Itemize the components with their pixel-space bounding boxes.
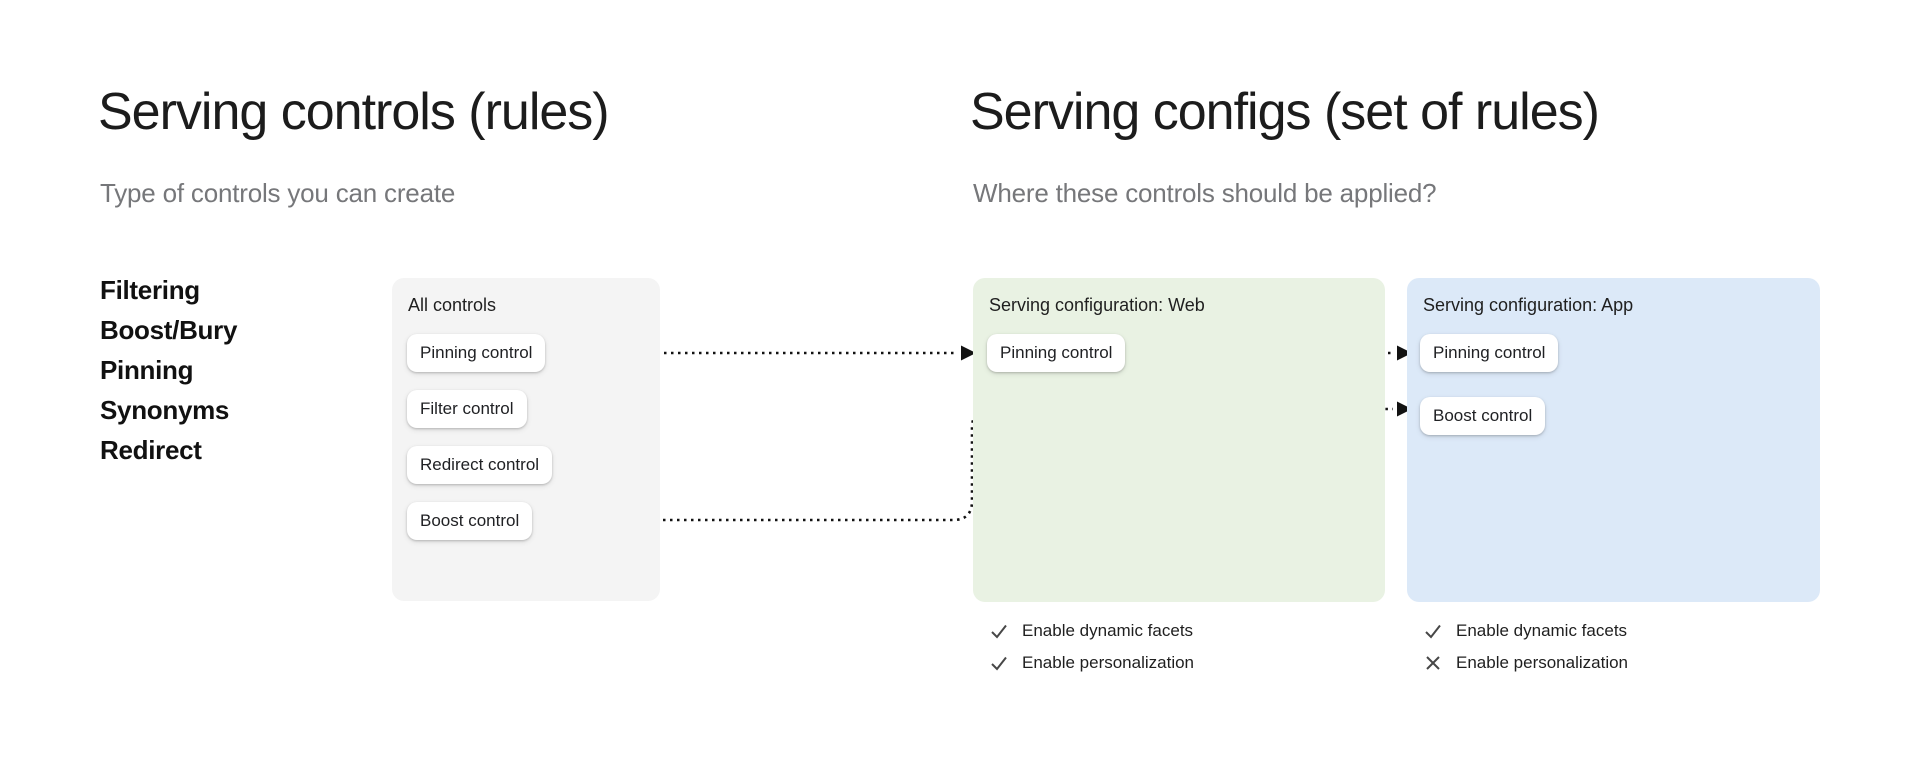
web-setting-dynamic-facets: Enable dynamic facets (989, 620, 1194, 642)
redirect-control-pill: Redirect control (407, 446, 553, 484)
setting-label: Enable dynamic facets (1022, 621, 1194, 640)
web-settings-list: Enable dynamic facets Enable personaliza… (989, 620, 1194, 674)
app-settings-list: Enable dynamic facets Enable personaliza… (1423, 620, 1628, 674)
web-pinning-control-pill: Pinning control (987, 334, 1126, 372)
filter-control-pill: Filter control (407, 390, 527, 428)
app-boost-control-pill: Boost control (1420, 397, 1546, 435)
check-icon (991, 656, 1007, 671)
app-config-card: Serving configuration: App Pinning contr… (1407, 278, 1820, 602)
x-icon (1426, 656, 1440, 670)
web-setting-personalization: Enable personalization (989, 652, 1194, 674)
pinning-control-pill: Pinning control (407, 334, 546, 372)
check-icon (1425, 624, 1441, 639)
all-controls-card-label: All controls (408, 295, 497, 315)
right-section-title: Serving configs (set of rules) (970, 83, 1600, 141)
setting-label: Enable personalization (1022, 653, 1195, 672)
left-section-subtitle: Type of controls you can create (100, 178, 456, 208)
control-type-pinning: Pinning (100, 355, 194, 385)
web-config-card-label: Serving configuration: Web (989, 295, 1205, 315)
setting-label: Enable dynamic facets (1456, 621, 1628, 640)
left-section-title: Serving controls (rules) (98, 83, 610, 141)
check-icon (991, 624, 1007, 639)
app-setting-dynamic-facets: Enable dynamic facets (1423, 620, 1628, 642)
all-controls-card: All controls Pinning control Filter cont… (392, 278, 660, 601)
web-config-card: Serving configuration: Web Pinning contr… (973, 278, 1385, 602)
control-type-synonyms: Synonyms (100, 395, 230, 425)
boost-control-pill: Boost control (407, 502, 533, 540)
setting-label: Enable personalization (1456, 653, 1629, 672)
control-type-filtering: Filtering (100, 275, 200, 305)
app-config-card-label: Serving configuration: App (1423, 295, 1634, 315)
right-section-subtitle: Where these controls should be applied? (973, 178, 1437, 208)
control-type-redirect: Redirect (100, 435, 202, 465)
control-type-boost-bury: Boost/Bury (100, 315, 238, 345)
app-pinning-control-pill: Pinning control (1420, 334, 1559, 372)
control-types-list: Filtering Boost/Bury Pinning Synonyms Re… (100, 270, 237, 470)
app-setting-personalization: Enable personalization (1423, 652, 1628, 674)
